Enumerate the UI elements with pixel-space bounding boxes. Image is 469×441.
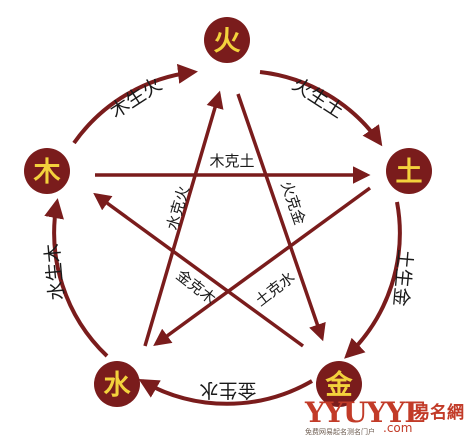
label-wood-fire: 木生火 xyxy=(106,73,166,123)
element-earth-label: 土 xyxy=(396,157,423,188)
watermark-tagline: 免费网易起名测名门户 xyxy=(305,428,375,436)
element-water-label: 水 xyxy=(104,370,132,401)
watermark-domain: .com xyxy=(383,421,413,435)
watermark-name: 易名網 xyxy=(413,403,464,423)
arc-fire-earth xyxy=(259,70,383,147)
arc-wood-fire xyxy=(72,63,198,145)
arc-metal-water xyxy=(138,379,313,406)
arrow-fire-metal xyxy=(236,93,326,342)
arrow-water-fire xyxy=(143,90,224,347)
element-metal-label: 金 xyxy=(325,369,354,401)
watermark-brand: YYUYYE xyxy=(305,396,426,429)
label-fire-earth: 火生土 xyxy=(288,73,348,123)
element-fire-label: 火 xyxy=(214,26,241,57)
element-earth: 土 xyxy=(386,148,432,194)
generating-cycle-arcs xyxy=(44,63,402,406)
arc-water-wood xyxy=(44,198,109,358)
arrow-earth-water xyxy=(93,192,305,348)
label-earth-metal: 土生金 xyxy=(389,249,416,308)
arc-earth-metal xyxy=(344,201,402,359)
arrow-metal-wood xyxy=(153,186,372,347)
label-metal-water: 金生水 xyxy=(199,379,256,401)
controlling-star xyxy=(93,90,372,348)
element-metal: 金 xyxy=(316,361,362,407)
watermark-logo: YYUYYE 易名網 .com 免费网易起名测名门户 xyxy=(305,398,469,441)
label-metal-wood: 金克木 xyxy=(173,266,220,308)
element-wood: 木 xyxy=(24,148,70,194)
label-wood-earth: 木克土 xyxy=(209,152,254,170)
label-water-wood: 水生木 xyxy=(42,243,69,302)
element-water: 水 xyxy=(94,361,140,407)
element-wood-label: 木 xyxy=(33,157,61,188)
label-water-fire: 水克火 xyxy=(163,184,193,232)
element-fire: 火 xyxy=(204,17,250,63)
label-earth-water: 土克水 xyxy=(252,268,299,310)
